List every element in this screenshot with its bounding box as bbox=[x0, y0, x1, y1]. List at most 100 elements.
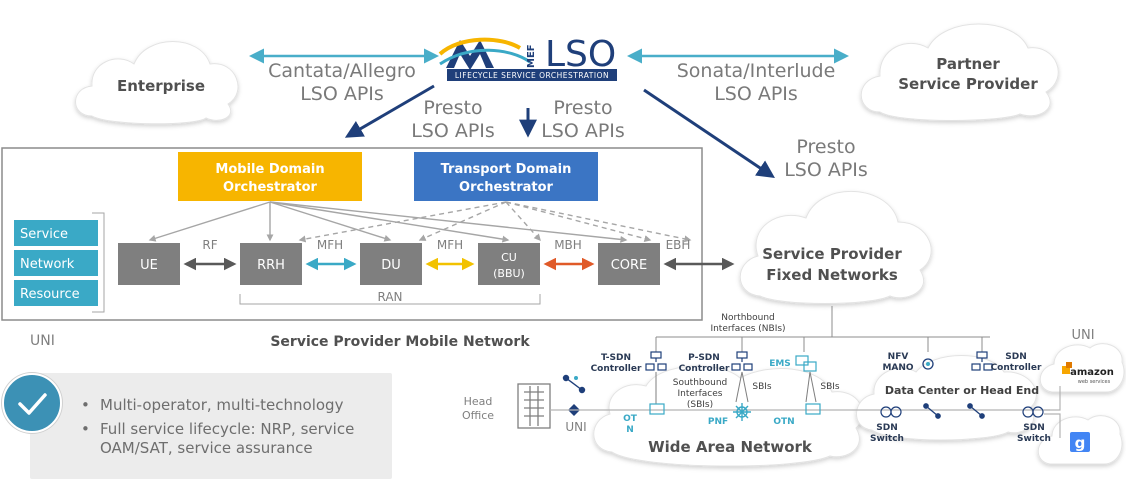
lso-tagline-bar bbox=[447, 69, 617, 81]
presto-right-label-line1: Presto bbox=[796, 136, 855, 158]
head-office-line2: Office bbox=[462, 409, 494, 422]
psdn-controller-icon bbox=[731, 351, 753, 371]
node-cu bbox=[478, 243, 540, 285]
google-text: g bbox=[1075, 434, 1086, 452]
datacenter-cloud bbox=[856, 355, 1037, 441]
sonata-label-line2: LSO APIs bbox=[714, 83, 798, 105]
sdn-switch1-line1: SDN bbox=[876, 423, 898, 433]
enterprise-cloud bbox=[75, 41, 239, 125]
ran-bracket bbox=[239, 294, 541, 305]
cantata-label-line2: LSO APIs bbox=[300, 83, 384, 105]
node-du bbox=[360, 243, 422, 285]
mobile-domain-orchestrator bbox=[178, 152, 362, 201]
uni-right-label: UNI bbox=[1071, 328, 1094, 343]
router-icon bbox=[562, 374, 586, 394]
uni-wan-label: UNI bbox=[565, 420, 586, 434]
layer-service-label: Service bbox=[20, 227, 68, 242]
lso-wordmark: LSO bbox=[545, 34, 616, 75]
transport-domain-orchestrator bbox=[414, 152, 598, 201]
fixed-networks-line2: Fixed Networks bbox=[766, 266, 898, 284]
amazon-cloud bbox=[1039, 343, 1125, 393]
google-logo-icon: g bbox=[1070, 432, 1090, 452]
otn-left-line2: N bbox=[626, 425, 634, 435]
pnf-label: PNF bbox=[708, 417, 728, 427]
wan-cloud bbox=[593, 365, 864, 467]
transport-orch-line1: Transport Domain bbox=[441, 162, 572, 177]
ran-label: RAN bbox=[377, 290, 402, 304]
lso-tagline: LIFECYCLE SERVICE ORCHESTRATION bbox=[455, 71, 609, 80]
sdn-switch-right-icon bbox=[1022, 406, 1044, 418]
presto-right-arrow bbox=[643, 88, 775, 179]
datacenter-label: Data Center or Head End bbox=[885, 384, 1039, 397]
link-mfh1-label: MFH bbox=[317, 238, 343, 252]
layer-network-label: Network bbox=[20, 257, 75, 272]
layer-resource-label: Resource bbox=[20, 287, 80, 302]
layer-bracket bbox=[92, 212, 105, 313]
vnf-icon-1 bbox=[923, 403, 941, 419]
sdn-switch2-line2: Switch bbox=[1017, 434, 1051, 444]
sdn-switch-left-icon bbox=[880, 406, 902, 418]
otn-left-device-icon bbox=[649, 403, 665, 415]
lso-mef-text: MEF bbox=[526, 44, 537, 68]
sonata-label-line1: Sonata/Interlude bbox=[677, 60, 836, 82]
cantata-label-line1: Cantata/Allegro bbox=[268, 60, 416, 82]
partner-label-line1: Partner bbox=[936, 55, 1000, 73]
presto-left-label-line1: Presto bbox=[423, 97, 482, 119]
psdn-line1: P-SDN bbox=[688, 353, 720, 363]
node-core bbox=[598, 243, 660, 285]
layer-service bbox=[14, 220, 98, 246]
otn-right-device-icon bbox=[805, 403, 821, 415]
link-rf-label: RF bbox=[202, 238, 217, 252]
sdn-controller-line1: SDN bbox=[1005, 352, 1027, 362]
sbis-label-2: SBIs bbox=[820, 382, 840, 392]
link-mfh2-label: MFH bbox=[437, 238, 463, 252]
vnf-icon-2 bbox=[967, 403, 985, 419]
layer-resource bbox=[14, 280, 98, 306]
sbi-label-line2: Interfaces bbox=[678, 389, 723, 399]
presto-mid-label-line1: Presto bbox=[553, 97, 612, 119]
node-cu-label-line1: CU bbox=[501, 251, 517, 264]
node-core-label: CORE bbox=[611, 258, 648, 273]
otn-left-line1: OT bbox=[623, 414, 638, 424]
enterprise-label: Enterprise bbox=[117, 77, 205, 95]
node-rrh bbox=[240, 243, 302, 285]
sdn-switch2-line1: SDN bbox=[1023, 423, 1045, 433]
node-rrh-label: RRH bbox=[257, 258, 285, 273]
ems-label: EMS bbox=[769, 359, 791, 369]
fixed-networks-cloud bbox=[739, 190, 932, 304]
fixed-networks-line1: Service Provider bbox=[762, 245, 902, 263]
mobile-orch-line1: Mobile Domain bbox=[215, 162, 324, 177]
mobile-orch-line2: Orchestrator bbox=[223, 180, 318, 195]
mobile-orch-links bbox=[148, 201, 628, 243]
partner-cloud bbox=[860, 23, 1059, 121]
feature-item: Multi-operator, multi-technology bbox=[78, 396, 378, 415]
link-mbh-label: MBH bbox=[554, 238, 582, 252]
amazon-text: amazon bbox=[1070, 367, 1114, 378]
feature-item: Full service lifecycle: NRP, service OAM… bbox=[78, 420, 378, 458]
nfv-mano-icon bbox=[922, 358, 934, 370]
transport-orch-line2: Orchestrator bbox=[459, 180, 554, 195]
lso-logo: MEF LSO LIFECYCLE SERVICE ORCHESTRATION bbox=[438, 34, 617, 81]
transport-orch-links bbox=[298, 201, 692, 243]
nfv-line2: MANO bbox=[882, 363, 913, 373]
presto-left-arrow bbox=[344, 84, 435, 138]
node-du-label: DU bbox=[381, 258, 401, 273]
sbis-label-1: SBIs bbox=[752, 382, 772, 392]
checkmark-icon bbox=[2, 373, 62, 433]
tsdn-line2: Controller bbox=[591, 364, 642, 374]
mobile-network-caption: Service Provider Mobile Network bbox=[270, 334, 530, 350]
sbi-lines bbox=[655, 371, 817, 404]
feature-list: Multi-operator, multi-technology Full se… bbox=[78, 396, 378, 463]
ems-monitor-icon bbox=[795, 355, 817, 372]
sbi-label-line1: Southbound bbox=[673, 378, 728, 388]
layer-network bbox=[14, 250, 98, 276]
partner-label-line2: Service Provider bbox=[898, 75, 1038, 93]
presto-mid-label-line2: LSO APIs bbox=[541, 120, 625, 142]
wan-label: Wide Area Network bbox=[648, 438, 813, 456]
sbi-label-line3: (SBIs) bbox=[687, 400, 713, 410]
amazon-logo-icon: amazon web services bbox=[1062, 362, 1114, 385]
psdn-line2: Controller bbox=[679, 364, 730, 374]
presto-left-label-line2: LSO APIs bbox=[411, 120, 495, 142]
node-ue-label: UE bbox=[140, 258, 158, 273]
head-office-line1: Head bbox=[464, 395, 493, 408]
